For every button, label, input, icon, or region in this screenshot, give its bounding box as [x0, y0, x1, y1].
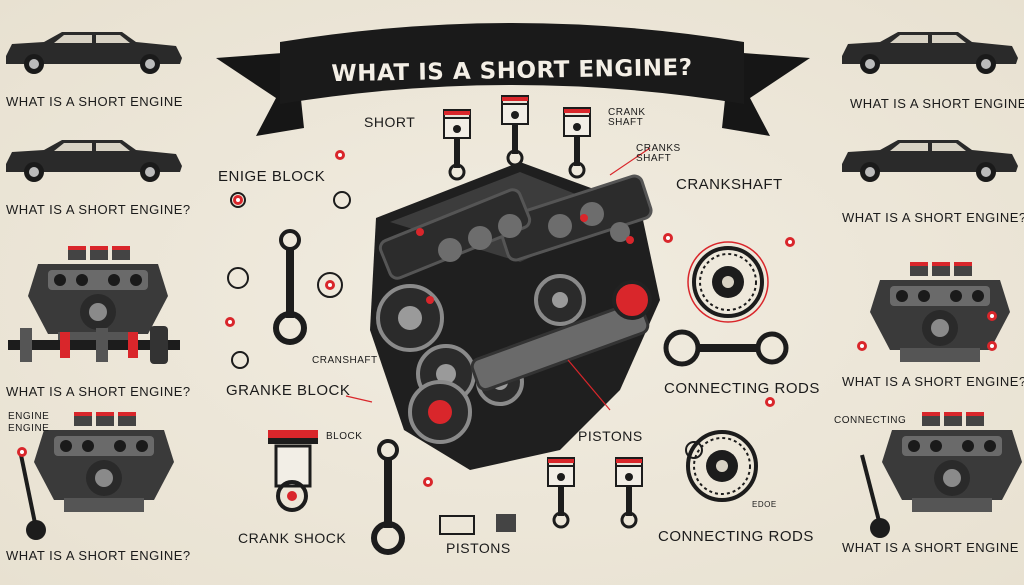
- label-crank-shock: CRANK SHOCK: [238, 530, 347, 546]
- label-pistons-2: PISTONS: [446, 540, 511, 556]
- leader-lines: [345, 147, 651, 411]
- main-engine-illustration: [370, 162, 660, 470]
- left-caption-2: WHAT IS A SHORT ENGINE?: [6, 202, 191, 217]
- car-illustration-2: [6, 140, 182, 182]
- left-caption-1: WHAT IS A SHORT ENGINE: [6, 94, 183, 109]
- crankshaft-pulley: [692, 246, 764, 318]
- car-illustration-3: [842, 32, 1018, 74]
- label-cranke-block: GRANKE BLOCK: [226, 382, 351, 399]
- label-cranshaft: CRANSHAFT: [312, 355, 378, 366]
- car-illustration-4: [842, 140, 1018, 182]
- right-caption-4: WHAT IS A SHORT ENGINE: [842, 540, 1019, 555]
- left-caption-3: WHAT IS A SHORT ENGINE?: [6, 384, 191, 399]
- label-crank-shaft-top: CRANK SHAFT: [608, 107, 646, 128]
- engine-illustration-left-2: [34, 412, 174, 512]
- right-caption-2: WHAT IS A SHORT ENGINE?: [842, 210, 1024, 225]
- label-engine-block: ENIGE BLOCK: [218, 168, 326, 185]
- rod-illustration-small: [231, 351, 249, 369]
- label-connecting-rods-1: CONNECTING RODS: [664, 380, 820, 397]
- connecting-rod-left: [276, 231, 304, 342]
- right-caption-3: WHAT IS A SHORT ENGINE?: [842, 374, 1024, 389]
- label-edoe: EDOE: [752, 500, 777, 509]
- label-crankshaft: CRANKSHAFT: [676, 176, 783, 193]
- crankshaft-illustration-left: [8, 326, 180, 364]
- label-pistons-1: PISTONS: [578, 428, 643, 444]
- label-block: BLOCK: [326, 431, 363, 442]
- pistons-bottom: [546, 456, 644, 529]
- connecting-rod-bottom: [374, 441, 402, 552]
- label-connecting-rods-2: CONNECTING RODS: [658, 528, 814, 545]
- piston-assembly-bottom-left: [268, 430, 318, 512]
- connecting-rod-horizontal: [663, 329, 789, 367]
- car-illustration-1: [6, 32, 182, 74]
- right-caption-1: WHAT IS A SHORT ENGINE: [850, 96, 1024, 111]
- title-banner: [216, 23, 810, 136]
- right-side-note: CONNECTING: [834, 415, 907, 426]
- left-side-note-1: ENGINE: [8, 411, 50, 422]
- left-caption-4: WHAT IS A SHORT ENGINE?: [6, 548, 191, 563]
- left-side-note-2: ENGINE: [8, 423, 50, 434]
- label-cranks-shaft: CRANKS SHAFT: [636, 143, 681, 164]
- engine-illustration-right-2: [882, 412, 1022, 512]
- label-short: SHORT: [364, 114, 416, 130]
